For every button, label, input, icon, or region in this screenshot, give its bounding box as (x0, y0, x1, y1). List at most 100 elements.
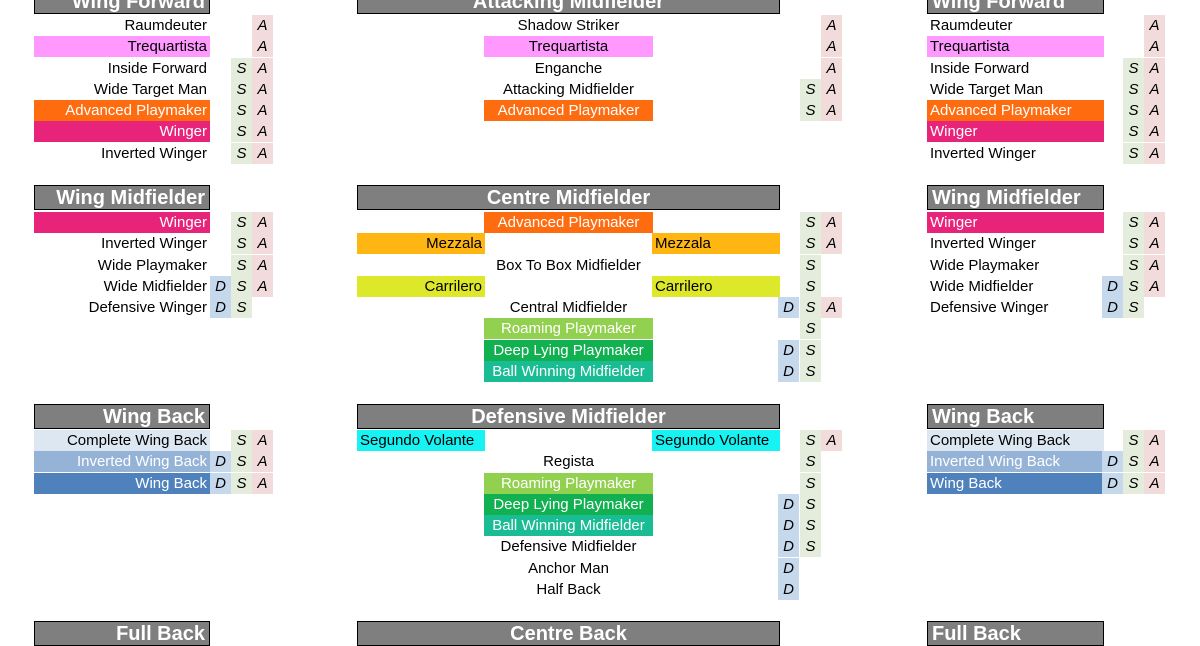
duty-support-flag: S (1123, 233, 1144, 255)
duty-support-flag: S (1123, 121, 1144, 143)
duty-support-flag: S (800, 360, 821, 382)
duty-support-flag: S (1123, 472, 1144, 494)
role-cell-left[interactable]: Carrilero (357, 275, 485, 297)
role-cell[interactable]: Inverted Winger (101, 235, 207, 253)
duty-attack-flag: A (821, 430, 842, 451)
duty-defend-flag: D (1102, 472, 1123, 494)
duty-support-flag: S (800, 451, 821, 473)
duty-support-flag: S (231, 275, 252, 297)
role-cell[interactable]: Trequartista (927, 36, 1104, 58)
role-cell[interactable]: Ball Winning Midfielder (484, 360, 653, 382)
role-cell[interactable]: Winger (34, 121, 210, 143)
duty-attack-flag: A (252, 430, 273, 451)
role-cell[interactable]: Inverted Winger (101, 144, 207, 162)
duty-support-flag: S (800, 339, 821, 361)
role-cell[interactable]: Deep Lying Playmaker (484, 339, 653, 361)
duty-support-flag: S (1123, 430, 1144, 451)
role-cell[interactable]: Advanced Playmaker (484, 100, 653, 121)
duty-attack-flag: A (821, 57, 842, 79)
duty-defend-flag: D (778, 536, 799, 558)
role-cell[interactable]: Central Midfielder (509, 299, 628, 316)
role-cell[interactable]: Defensive Winger (930, 299, 1049, 316)
role-cell[interactable]: Defensive Midfielder (500, 538, 637, 556)
duty-attack-flag: A (252, 36, 273, 58)
role-cell[interactable]: Wide Target Man (930, 80, 1044, 98)
role-cell[interactable]: Deep Lying Playmaker (484, 493, 653, 515)
duty-support-flag: S (231, 121, 252, 143)
duty-support-flag: S (1123, 142, 1144, 164)
duty-attack-flag: A (252, 78, 273, 100)
role-cell[interactable]: Wide Playmaker (97, 256, 207, 274)
role-cell[interactable]: Inverted Wing Back (927, 451, 1104, 473)
role-cell[interactable]: Complete Wing Back (927, 430, 1104, 451)
duty-attack-flag: A (1144, 451, 1165, 473)
duty-support-flag: S (231, 142, 252, 164)
duty-attack-flag: A (252, 472, 273, 494)
duty-attack-flag: A (252, 212, 273, 233)
role-cell[interactable]: Half Back (536, 580, 601, 598)
role-cell[interactable]: Advanced Playmaker (484, 212, 653, 233)
role-cell[interactable]: Advanced Playmaker (927, 100, 1104, 121)
duty-support-flag: S (231, 451, 252, 473)
panel-header-defensive-midfielder: Defensive Midfielder (357, 404, 780, 429)
role-cell[interactable]: Trequartista (34, 36, 210, 58)
role-cell[interactable]: Regista (543, 453, 594, 471)
role-cell[interactable]: Raumdeuter (124, 17, 207, 34)
duty-support-flag: S (800, 78, 821, 100)
duty-attack-flag: A (1144, 57, 1165, 79)
duty-attack-flag: A (1144, 430, 1165, 451)
duty-support-flag: S (800, 297, 821, 318)
role-cell[interactable]: Inside Forward (930, 59, 1030, 77)
duty-support-flag: S (231, 297, 252, 318)
role-cell[interactable]: Advanced Playmaker (34, 100, 210, 121)
role-cell-left[interactable]: Mezzala (357, 233, 485, 255)
duty-support-flag: S (1123, 275, 1144, 297)
duty-support-flag: S (800, 275, 821, 297)
duty-attack-flag: A (1144, 15, 1165, 36)
duty-support-flag: S (800, 472, 821, 494)
panel-header-wing-forward-left: Wing Forward (34, 0, 210, 14)
duty-attack-flag: A (252, 275, 273, 297)
duty-support-flag: S (1123, 100, 1144, 121)
role-cell[interactable]: Winger (927, 121, 1104, 143)
role-cell[interactable]: Defensive Winger (88, 299, 207, 316)
role-cell[interactable]: Complete Wing Back (34, 430, 210, 451)
role-cell[interactable]: Shadow Striker (517, 17, 620, 34)
role-cell[interactable]: Wide Playmaker (930, 256, 1040, 274)
role-cell[interactable]: Wide Midfielder (103, 277, 207, 295)
role-cell[interactable]: Winger (34, 212, 210, 233)
role-cell[interactable]: Raumdeuter (930, 17, 1013, 34)
role-cell[interactable]: Ball Winning Midfielder (484, 515, 653, 536)
role-cell-right[interactable]: Carrilero (652, 275, 780, 297)
role-cell[interactable]: Wing Back (927, 472, 1104, 494)
role-cell-right[interactable]: Segundo Volante (652, 430, 780, 451)
role-cell[interactable]: Inside Forward (107, 59, 207, 77)
role-cell[interactable]: Anchor Man (528, 559, 609, 577)
role-cell[interactable]: Trequartista (484, 36, 653, 58)
role-cell[interactable]: Inverted Wing Back (34, 451, 210, 473)
duty-support-flag: S (231, 472, 252, 494)
role-cell-right[interactable]: Mezzala (652, 233, 780, 255)
duty-support-flag: S (1123, 78, 1144, 100)
role-cell[interactable]: Wide Midfielder (930, 277, 1034, 295)
role-cell[interactable]: Inverted Winger (930, 144, 1036, 162)
duty-defend-flag: D (778, 515, 799, 536)
role-cell-left[interactable]: Segundo Volante (357, 430, 485, 451)
duty-defend-flag: D (778, 493, 799, 515)
role-cell[interactable]: Inverted Winger (930, 235, 1036, 253)
duty-defend-flag: D (210, 472, 231, 494)
panel-header-centre-midfielder: Centre Midfielder (357, 185, 780, 210)
panel-header-wing-midfielder-right: Wing Midfielder (927, 185, 1104, 210)
role-cell[interactable]: Winger (927, 212, 1104, 233)
role-cell[interactable]: Box To Box Midfielder (496, 256, 641, 274)
role-cell[interactable]: Roaming Playmaker (484, 472, 653, 494)
role-cell[interactable]: Roaming Playmaker (484, 318, 653, 340)
role-cell[interactable]: Attacking Midfielder (503, 80, 634, 98)
duty-support-flag: S (1123, 297, 1144, 318)
duty-support-flag: S (1123, 57, 1144, 79)
role-cell[interactable]: Wide Target Man (93, 80, 207, 98)
role-cell[interactable]: Wing Back (34, 472, 210, 494)
duty-attack-flag: A (1144, 78, 1165, 100)
duty-attack-flag: A (252, 121, 273, 143)
role-cell[interactable]: Enganche (534, 59, 603, 77)
